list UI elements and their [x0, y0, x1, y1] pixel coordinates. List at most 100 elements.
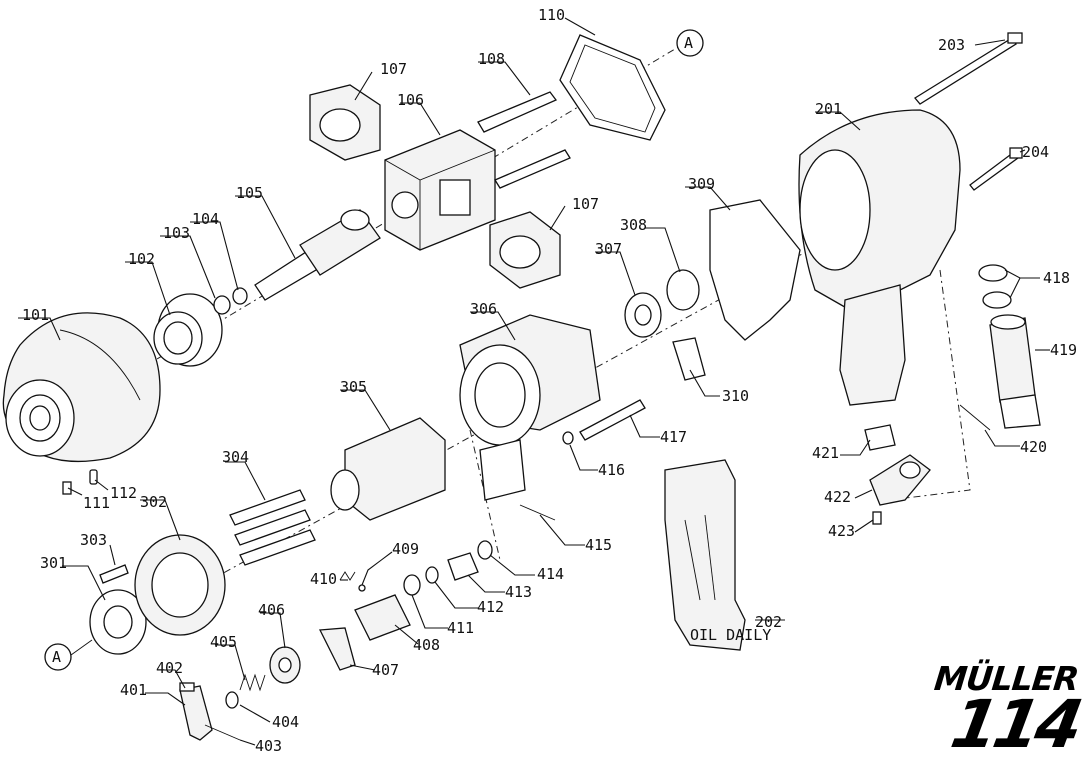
part-404-spring-seat [225, 691, 239, 709]
label-422: 422 [824, 488, 851, 506]
label-412: 412 [477, 598, 504, 616]
part-401-trigger [179, 685, 213, 741]
label-303: 303 [80, 531, 107, 549]
part-415-pin [519, 504, 556, 521]
part-204-bolt [969, 147, 1023, 191]
part-104-ring [232, 287, 248, 305]
label-105: 105 [236, 184, 263, 202]
label-201: 201 [815, 100, 842, 118]
label-302: 302 [140, 493, 167, 511]
part-410-spring [339, 571, 356, 581]
part-107-hammer-bottom [489, 211, 561, 289]
part-110-gasket [559, 34, 666, 141]
label-411: 411 [447, 619, 474, 637]
label-308: 308 [620, 216, 647, 234]
part-203-bolt [914, 32, 1023, 105]
part-309-gasket [709, 199, 801, 341]
brand-number: 114 [945, 686, 1085, 763]
part-407-reverse-lever [318, 627, 356, 671]
part-402-trigger-pin [179, 682, 195, 692]
callout-a-top: A [676, 29, 704, 57]
svg-text:A: A [684, 34, 693, 52]
label-112: 112 [110, 484, 137, 502]
label-407: 407 [372, 661, 399, 679]
part-418-washers [978, 264, 1012, 309]
part-408-valve-body [354, 594, 411, 641]
part-414-seat [477, 540, 493, 560]
label-203: 203 [938, 36, 965, 54]
part-420-pin [959, 404, 991, 431]
label-410: 410 [310, 570, 337, 588]
callout-a-bottom: A [44, 639, 93, 671]
label-418: 418 [1043, 269, 1070, 287]
label-419: 419 [1050, 341, 1077, 359]
part-304-rotor-blades [229, 489, 316, 566]
part-103-ring [213, 295, 231, 315]
part-108-pin-lower [494, 149, 571, 189]
label-309: 309 [688, 175, 715, 193]
part-202-grip: OIL DAILY [664, 459, 771, 651]
grip-oil-text: OIL DAILY [690, 626, 771, 644]
part-302-rear-plate [134, 534, 226, 636]
part-419-air-inlet [989, 314, 1041, 429]
label-107-top: 107 [380, 60, 407, 78]
svg-text:A: A [52, 648, 61, 666]
label-307: 307 [595, 240, 622, 258]
part-303-screw [99, 564, 129, 584]
part-417-valve-stem [579, 399, 646, 441]
label-415: 415 [585, 536, 612, 554]
part-301-bearing [89, 589, 147, 655]
label-103: 103 [163, 224, 190, 242]
part-423-screw [872, 511, 882, 525]
label-417: 417 [660, 428, 687, 446]
valve-axis [469, 429, 501, 561]
part-413-valve [447, 552, 479, 581]
label-101: 101 [22, 306, 49, 324]
part-306-cylinder [459, 314, 601, 501]
label-408: 408 [413, 636, 440, 654]
part-305-rotor [330, 417, 446, 521]
part-112-pin [89, 469, 98, 485]
part-403-pin [204, 724, 241, 741]
part-108-pin-upper [477, 91, 558, 133]
label-304: 304 [222, 448, 249, 466]
label-102: 102 [128, 250, 155, 268]
label-306: 306 [470, 300, 497, 318]
part-201-motor-housing [798, 109, 961, 406]
part-102-bushing [153, 293, 223, 367]
part-409-ball [358, 584, 366, 592]
label-310: 310 [722, 387, 749, 405]
label-108: 108 [478, 50, 505, 68]
part-307-bearing [624, 292, 662, 338]
part-106-hammer-cage [384, 129, 496, 251]
part-105-anvil [254, 209, 381, 301]
label-301: 301 [40, 554, 67, 572]
part-107-hammer-top [309, 84, 381, 161]
part-101-hammer-case [2, 312, 161, 463]
label-403: 403 [255, 737, 282, 755]
label-414: 414 [537, 565, 564, 583]
part-416-washer [562, 431, 574, 445]
label-305: 305 [340, 378, 367, 396]
part-308-o-ring [666, 269, 700, 311]
handle-axis [889, 269, 971, 501]
part-411-o-ring [403, 574, 421, 596]
part-labels: 101 102 103 104 105 106 107 107 108 110 … [22, 6, 1077, 755]
label-421: 421 [812, 444, 839, 462]
part-111-screw [62, 481, 72, 495]
part-412-o-ring [425, 566, 439, 584]
label-202: 202 [755, 613, 782, 631]
part-421-plate [864, 424, 896, 451]
label-402: 402 [156, 659, 183, 677]
label-401: 401 [120, 681, 147, 699]
label-106: 106 [397, 91, 424, 109]
part-422-bracket [869, 454, 931, 506]
label-107-bottom: 107 [572, 195, 599, 213]
leader-lines [18, 17, 1050, 746]
part-406-reverse-valve [269, 646, 301, 684]
label-405: 405 [210, 633, 237, 651]
label-111: 111 [83, 494, 110, 512]
label-416: 416 [598, 461, 625, 479]
